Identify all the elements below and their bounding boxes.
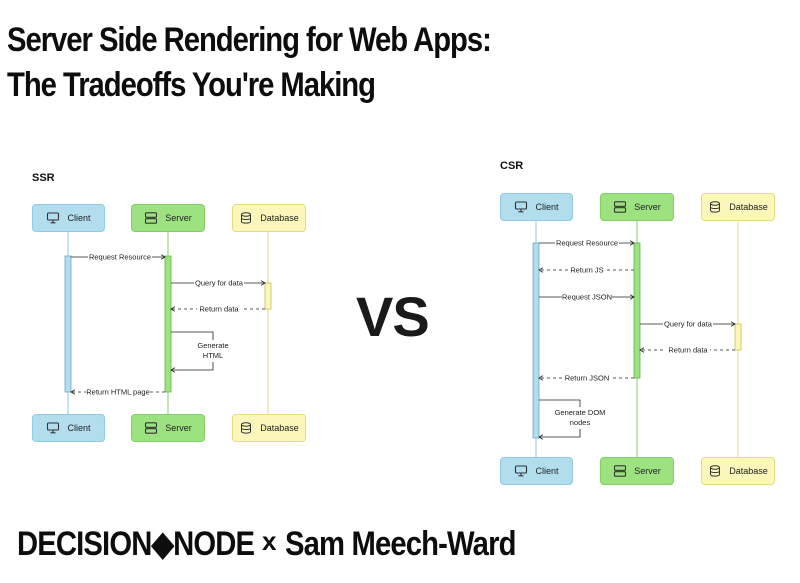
csr-database-box-top: Database: [701, 193, 775, 221]
ssr-client-label-bottom: Client: [67, 423, 91, 433]
csr-return-json-label: Return JSON: [565, 374, 610, 383]
server-icon: [144, 212, 158, 224]
csr-server-box-bottom: Server: [600, 457, 674, 485]
csr-server-activation: [633, 242, 641, 379]
monitor-icon: [46, 212, 60, 224]
csr-server-label-top: Server: [634, 202, 661, 212]
ssr-return-data-label: Return data: [199, 305, 239, 314]
ssr-server-label-top: Server: [165, 213, 192, 223]
csr-generate-label-2: nodes: [570, 418, 591, 427]
csr-server-label-bottom: Server: [634, 466, 661, 476]
ssr-client-activation: [64, 255, 72, 393]
ssr-query-label: Query for data: [195, 279, 244, 288]
csr-return-js-label: Return JS: [570, 266, 603, 275]
ssr-client-box-top: Client: [32, 204, 105, 232]
ssr-label: SSR: [32, 172, 55, 184]
csr-generate-label-1: Generate DOM: [555, 408, 606, 417]
csr-client-box-top: Client: [500, 193, 573, 221]
csr-label: CSR: [500, 160, 524, 172]
server-icon: [144, 422, 158, 434]
ssr-database-box-bottom: Database: [232, 414, 306, 442]
database-icon: [708, 201, 722, 213]
ssr-client-box-bottom: Client: [32, 414, 105, 442]
ssr-request-resource-label: Request Resource: [89, 253, 151, 262]
csr-request-resource-label: Request Resource: [556, 239, 618, 248]
server-icon: [613, 201, 627, 213]
ssr-database-label-bottom: Database: [260, 423, 299, 433]
csr-database-activation: [734, 323, 742, 351]
ssr-database-activation: [264, 282, 272, 310]
csr-query-label: Query for data: [664, 320, 713, 329]
ssr-sequence-diagram: Request Resource Query for data Return d…: [64, 231, 272, 414]
csr-client-box-bottom: Client: [500, 457, 573, 485]
title-line-1: Server Side Rendering for Web Apps:: [7, 21, 492, 59]
database-icon: [239, 422, 253, 434]
csr-client-label-top: Client: [535, 202, 559, 212]
csr-sequence-diagram: Request Resource Return JS Request JSON …: [532, 220, 742, 457]
csr-return-data-label: Return data: [668, 346, 708, 355]
ssr-server-box-bottom: Server: [131, 414, 205, 442]
vs-label: VS: [356, 285, 430, 348]
footer-author: Sam Meech-Ward: [285, 525, 516, 563]
ssr-database-box-top: Database: [232, 204, 306, 232]
server-icon: [613, 465, 627, 477]
csr-database-box-bottom: Database: [701, 457, 775, 485]
monitor-icon: [46, 422, 60, 434]
title-line-2: The Tradeoffs You're Making: [7, 66, 376, 104]
csr-request-json-label: Request JSON: [562, 293, 612, 302]
monitor-icon: [514, 201, 528, 213]
database-icon: [239, 212, 253, 224]
csr-database-label-top: Database: [729, 202, 768, 212]
csr-client-label-bottom: Client: [535, 466, 559, 476]
ssr-client-label-top: Client: [67, 213, 91, 223]
ssr-database-label-top: Database: [260, 213, 299, 223]
csr-database-label-bottom: Database: [729, 466, 768, 476]
decision-node-logo: DECISION◆NODE: [17, 525, 255, 563]
ssr-server-label-bottom: Server: [165, 423, 192, 433]
monitor-icon: [514, 465, 528, 477]
ssr-generate-label-1: Generate: [197, 341, 228, 350]
csr-server-box-top: Server: [600, 193, 674, 221]
csr-client-activation: [532, 242, 540, 439]
ssr-server-box-top: Server: [131, 204, 205, 232]
ssr-server-activation: [164, 255, 172, 393]
ssr-return-html-label: Return HTML page: [86, 388, 150, 397]
database-icon: [708, 465, 722, 477]
ssr-generate-label-2: HTML: [203, 351, 223, 360]
footer-separator: x: [262, 526, 277, 556]
